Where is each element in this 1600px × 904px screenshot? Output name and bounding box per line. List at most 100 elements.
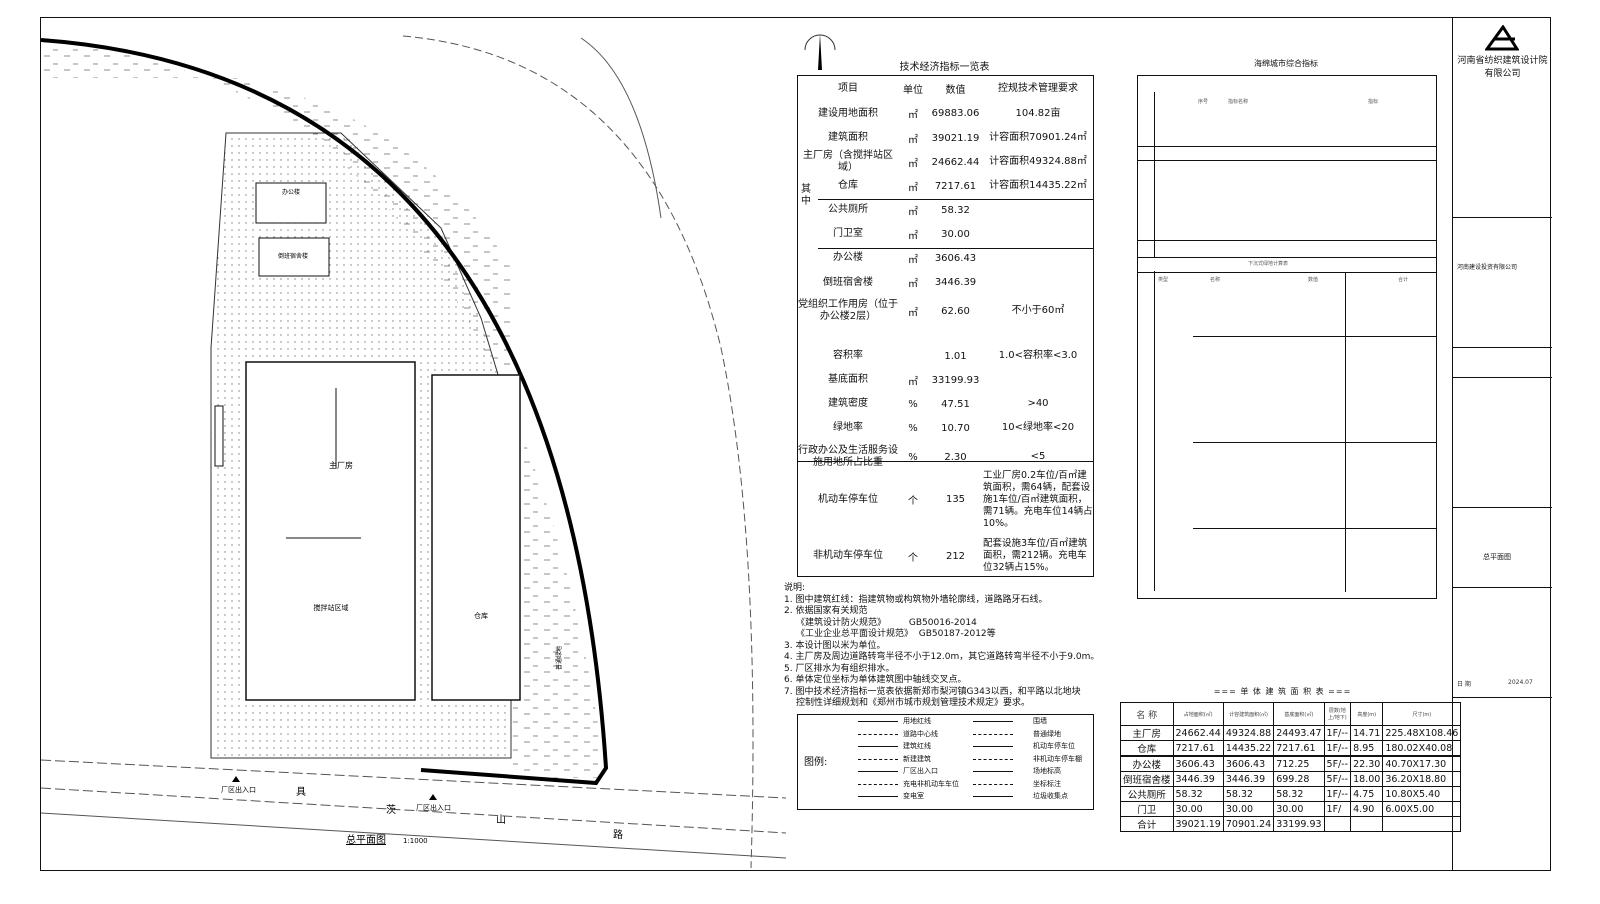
cell-item: 倒班宿舍楼: [823, 276, 873, 288]
cell: 10.80X5.40: [1382, 786, 1462, 802]
road-line: [41, 812, 786, 859]
table-header: 名 称占地面积(㎡)计容建筑面积(㎡)基底面积(㎡)层数(地上/地下)高度(m)…: [1120, 702, 1462, 726]
note-line: 7. 图中技术经济指标一览表依据新郑市梨河镇G343以西，和平路以北地块: [784, 686, 1081, 697]
sponge-header: 指标名称: [1228, 99, 1249, 105]
cell-value: 212: [945, 550, 966, 562]
cell-item: 门卫室: [833, 228, 863, 239]
legend-symbol-icon: [858, 771, 898, 772]
sponge-subheader: 名称: [1210, 277, 1221, 283]
cell-value: 2.30: [944, 451, 967, 463]
company-logo-icon: [1485, 25, 1519, 51]
sponge-subheader: 类型: [1158, 277, 1169, 283]
cell: 14.71: [1350, 725, 1384, 741]
divider: [1453, 347, 1552, 348]
cell: 门卫: [1120, 801, 1174, 817]
design-notes: 说明:1. 图中建筑红线：指建筑物或构筑物外墙轮廓线，道路路牙石线。2. 依据国…: [784, 583, 1114, 710]
legend-label: 围墙: [1033, 717, 1047, 725]
legend-label: 场地标高: [1033, 767, 1061, 775]
cell-req: 计容面积49324.88㎡: [989, 156, 1087, 167]
header-cell: 名 称: [1120, 702, 1174, 726]
entrance-label: 厂区出入口: [416, 803, 451, 812]
cell: 1F/--: [1323, 740, 1352, 757]
legend-label: 坐标标注: [1033, 779, 1061, 788]
cell-value: 10.70: [941, 422, 970, 434]
cell-unit: %: [908, 422, 918, 434]
cell: 24493.47: [1273, 725, 1325, 741]
cell-unit: 个: [908, 496, 918, 507]
mixing-station-label: 搅拌站区域: [314, 603, 349, 612]
legend-label: 建筑红线: [903, 742, 931, 750]
cell-value: 7217.61: [934, 180, 977, 192]
road-line: [41, 787, 786, 834]
road-char: 路: [613, 828, 623, 841]
cell: 18.00: [1350, 771, 1384, 787]
client-name: 河南建设投资有限公司: [1457, 264, 1518, 271]
site-plan: 主厂房 搅拌站区域 仓库 办公楼 倒班宿舍楼 普通绿地 具 茨 山 路 厂区出入…: [41, 35, 786, 869]
cell: 225.48X108.46: [1382, 725, 1462, 741]
cell: 40.70X17.30: [1382, 755, 1462, 772]
plan-scale: 1:1000: [403, 837, 428, 845]
header-cell: 基底面积(㎡): [1273, 702, 1325, 726]
header-cell: 单位: [903, 85, 923, 96]
cell: 1F/--: [1323, 725, 1352, 741]
legend-symbol-icon: [973, 783, 1013, 785]
cell: 7217.61: [1273, 740, 1325, 757]
cell-req: 不小于60㎡: [1011, 305, 1065, 316]
cell-req: 工业厂房0.2车位/百㎡建筑面积，需64辆，配套设施1车位/百㎡建筑面积，需71…: [983, 469, 1093, 529]
legend-symbol-icon: [858, 746, 898, 747]
legend-label: 道路中心线: [903, 729, 938, 738]
legend-label: 普通绿地: [1033, 729, 1061, 738]
header-cell: 尺寸(m): [1382, 702, 1462, 726]
legend-label: 充电非机动车车位: [903, 779, 959, 788]
north-arrow-icon: [804, 34, 836, 70]
note-line: 4. 主厂房及周边道路转弯半径不小于12.0m，其它道路转弯半径不小于9.0m。: [784, 652, 1100, 662]
legend-symbol-icon: [858, 733, 898, 735]
cell-value: 62.60: [941, 305, 970, 317]
divider: [1154, 271, 1155, 591]
cell-item: 公共厕所: [828, 204, 868, 215]
cell: 公共厕所: [1120, 786, 1174, 802]
cell-unit: ㎡: [908, 158, 918, 170]
cell-req: >40: [1027, 398, 1049, 409]
cell-unit: ㎡: [908, 206, 918, 218]
plan-title: 总平面图: [346, 833, 386, 846]
note-line: 《建筑设计防火规范》 GB50016-2014: [796, 617, 977, 628]
divider: [818, 199, 1093, 200]
legend-label: 变电室: [903, 792, 924, 800]
cell-value: 24662.44: [931, 156, 980, 168]
office-building: [255, 182, 327, 224]
cell-unit: ㎡: [908, 134, 918, 146]
cell: 180.02X40.08: [1382, 740, 1462, 757]
entrance-triangle-icon: [232, 776, 240, 782]
cell: 58.32: [1172, 786, 1224, 802]
table-row: 公共厕所 ㎡ 58.32: [798, 198, 1093, 222]
notes-title: 说明:: [784, 583, 806, 593]
cell: 30.00: [1222, 801, 1275, 817]
sponge-subheader: 数值: [1308, 277, 1319, 283]
cell: 办公楼: [1120, 755, 1174, 772]
cell-value: 58.32: [941, 204, 970, 216]
sponge-subheader: 合计: [1398, 277, 1409, 283]
cell-unit: ㎡: [908, 254, 918, 266]
cell: 4.75: [1350, 786, 1384, 802]
date-label: 日 期: [1457, 681, 1471, 688]
cell-unit: ㎡: [908, 182, 918, 194]
divider: [818, 248, 1093, 249]
note-line: 5. 厂区排水为有组织排水。: [784, 663, 895, 674]
cell: [1350, 816, 1384, 832]
cell-item: 绿地率: [833, 422, 863, 433]
note-line: 控制性详细规划和《郑州市城市规划管理技术规定》要求。: [796, 698, 1031, 708]
cell: 22.30: [1350, 755, 1384, 772]
cell: 1F/: [1323, 801, 1352, 817]
note-line: 1. 图中建筑红线：指建筑物或构筑物外墙轮廓线，道路路牙石线。: [784, 594, 1048, 605]
